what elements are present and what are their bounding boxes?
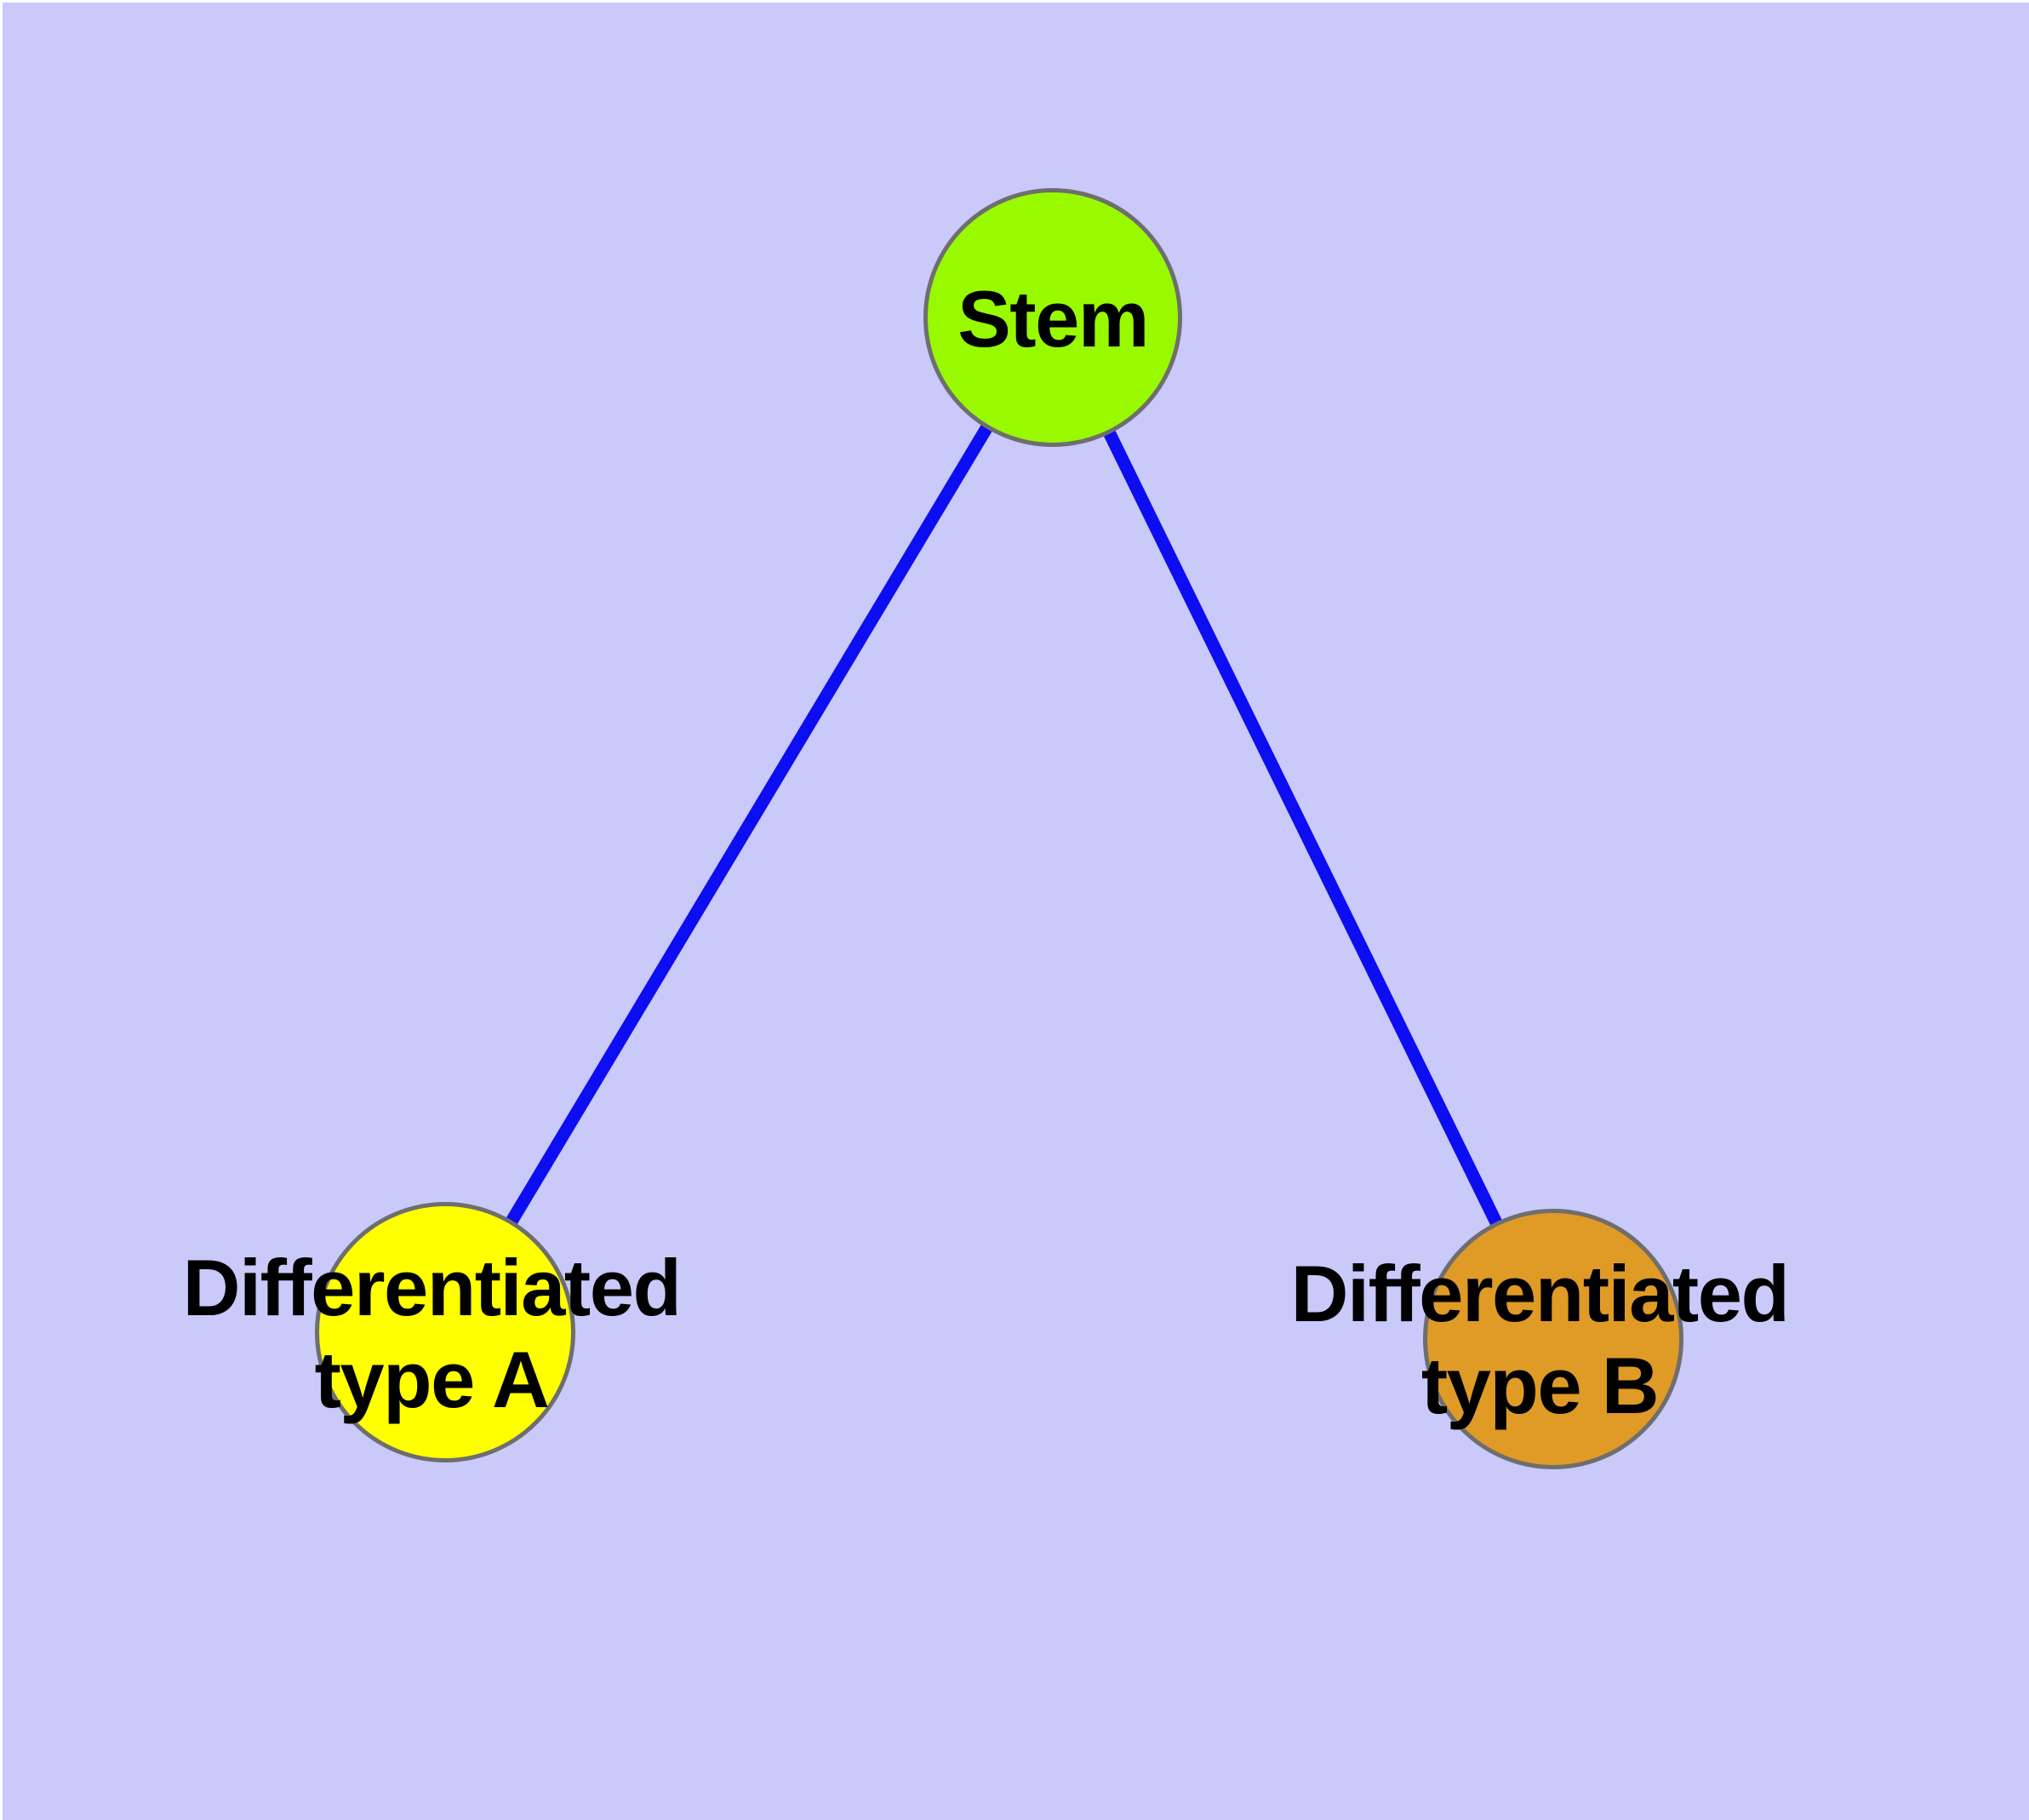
node-stem — [923, 188, 1182, 447]
node-label-differentiated-type-a: Differentiated type A — [182, 1242, 682, 1426]
node-label-differentiated-type-b-line1: Differentiated — [1290, 1249, 1790, 1338]
node-label-stem: Stem — [957, 274, 1149, 363]
node-label-differentiated-type-a-line2: type A — [314, 1335, 550, 1424]
node-differentiated-type-a — [315, 1202, 575, 1462]
frame-edge-top — [0, 0, 2029, 3]
node-label-differentiated-type-a-line1: Differentiated — [182, 1243, 682, 1332]
frame-edge-left — [0, 0, 3, 1820]
edge-stem-to-type-a — [439, 314, 1059, 1336]
edge-stem-to-type-b — [1047, 314, 1559, 1342]
node-label-differentiated-type-b-line2: type B — [1420, 1341, 1660, 1430]
node-differentiated-type-b — [1423, 1209, 1683, 1469]
node-label-differentiated-type-b: Differentiated type B — [1290, 1248, 1790, 1432]
